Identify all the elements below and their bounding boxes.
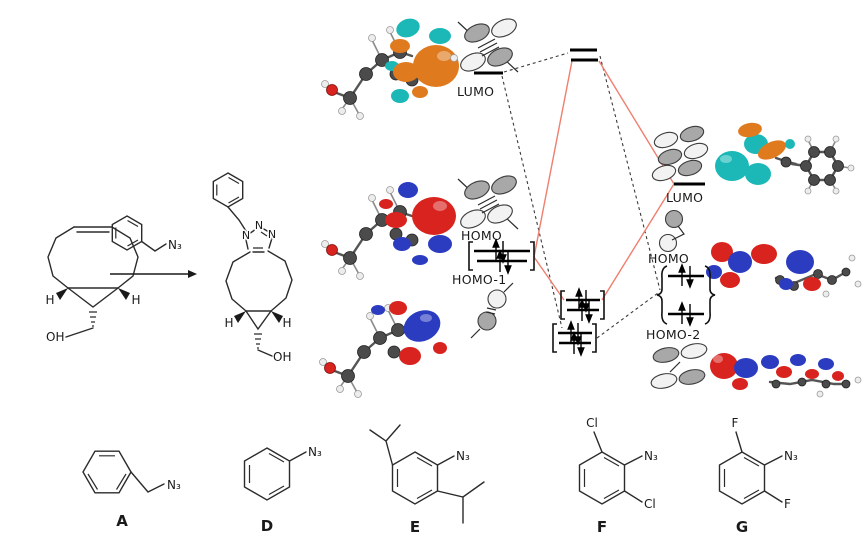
triazole-product-structure: N N N H H OH [212,172,293,364]
mo-correlation-diagram: LUMO HOMO HOMO-1 [452,18,716,389]
azide-fragment-levels: LUMO HOMO HOMO-2 [646,125,716,389]
bcn-homo-1-sketch [470,282,514,339]
wedge-bond [271,311,283,323]
compound-letter: D [261,517,273,535]
isopropyl-bottom [436,481,485,524]
hashed-wedge [254,333,262,349]
compound-letter: A [116,512,128,530]
triazole-n1: N [242,229,250,242]
compound-panel: N₃ A N₃ D N₃ E Cl N₃ Cl [82,416,798,536]
wedge-bond [118,288,130,300]
compound-letter: F [597,518,607,536]
bcn-homo-isosurface [320,182,456,281]
bcn-fragment-levels: LUMO HOMO HOMO-1 [452,18,535,339]
bcn-homo-label: HOMO [461,228,502,243]
atom-label-oh: OH [46,330,64,344]
compound-letter: E [410,518,420,536]
isopropyl-top [369,424,401,466]
azide-label: N₃ [168,238,182,252]
atom-label-h: H [282,316,291,330]
compound-d: N₃ D [243,445,322,535]
azide-homo-pair-levels [656,264,716,326]
azide-label: N₃ [644,449,658,463]
azide-lumo-label: LUMO [666,190,703,205]
triazole-n2: N [255,219,263,232]
bcn-reactant-structure: H H OH [45,226,141,344]
wedge-bond [234,311,246,323]
product-filled-pair-lower [552,321,597,356]
orbital-isosurfaces [318,18,862,399]
benzyl-azide-reagent: N₃ [111,215,182,252]
product-filled-pair-upper [560,288,605,323]
compound-letter: G [736,518,748,536]
azide-homo-2-isosurface [710,353,862,398]
azide-lumo-isosurface [715,122,856,196]
reaction-scheme: H H OH N₃ N N N [45,172,293,364]
bcn-lumo-sketch [457,18,519,73]
compound-a: N₃ A [82,450,181,530]
halogen-top-label: Cl [586,416,598,430]
arrowhead [188,270,197,278]
azide-homo-sketch [658,209,685,253]
azide-homo-2-label: HOMO-2 [646,327,700,342]
halogen-top-label: F [732,416,739,430]
correlation-dashed-lines [501,52,661,339]
azide-label: N₃ [308,445,322,459]
bcn-lumo-label: LUMO [457,84,494,99]
product-levels [552,48,605,356]
azide-label: N₃ [784,449,798,463]
azide-homo-label: HOMO [648,251,689,266]
compound-e: N₃ E [369,424,485,536]
azide-lumo-sketch [651,125,709,182]
bcn-lumo-isosurface [320,18,459,121]
atom-label-h: H [224,316,233,330]
triazole-n3: N [268,228,276,241]
halogen-bottom-label: F [784,497,791,511]
bcn-homo-1-label: HOMO-1 [452,272,506,287]
azide-label: N₃ [167,478,181,492]
azide-homo-2-sketch [650,343,708,389]
bcn-homo-pair-levels [468,239,535,274]
reaction-arrow [110,270,197,278]
hashed-wedge [89,311,97,327]
azide-label: N₃ [456,449,470,463]
azide-homo-isosurface [706,242,862,298]
atom-label-h: H [45,293,54,307]
compound-f: Cl N₃ Cl F [578,416,658,536]
atom-label-h: H [131,293,140,307]
halogen-bottom-label: Cl [644,497,656,511]
compound-g: F N₃ F G [718,416,798,536]
wedge-bond [56,288,68,300]
atom-label-oh: OH [273,350,291,364]
bcn-homo-sketch [457,175,519,230]
bcn-homo-1-isosurface [318,301,447,399]
